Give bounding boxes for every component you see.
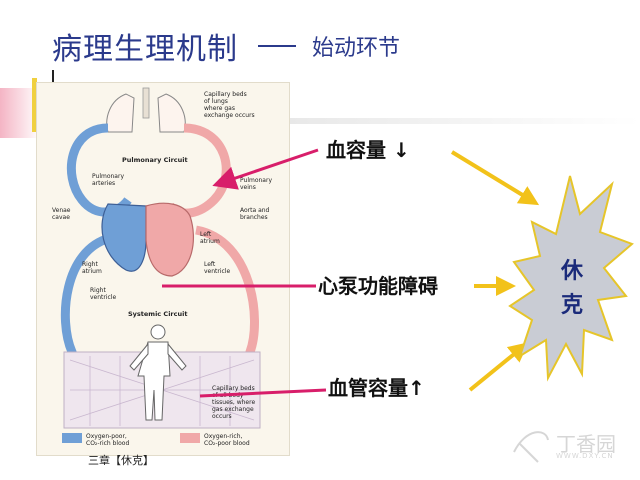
- legend-line: CO₂-poor blood: [204, 440, 250, 447]
- label-line: of lungs: [204, 98, 228, 105]
- decor-yellow-bar: [32, 78, 37, 132]
- diagram-legend: Oxygen-poor, CO₂-rich blood Oxygen-rich,…: [62, 433, 250, 447]
- label-right-atrium: Right atrium: [82, 261, 102, 275]
- legend-swatch-poor: [62, 433, 82, 443]
- connector-blood-volume: [212, 148, 319, 190]
- connector-vascular-capacity: [199, 388, 327, 398]
- heart-left-shape: [145, 202, 194, 277]
- label-line: Left: [204, 261, 216, 268]
- label-left-ventricle: Left ventricle: [204, 261, 230, 275]
- label-line: cavae: [52, 214, 70, 221]
- cause-blood-volume: 血容量 ↓: [326, 138, 410, 162]
- label-capillary-lungs: Capillary beds of lungs where gas exchan…: [204, 91, 255, 119]
- legend-line: Oxygen-poor,: [86, 433, 127, 440]
- label-line: Aorta and: [240, 207, 270, 214]
- decor-pin: [52, 70, 54, 84]
- pulmonary-loop-rich: [166, 123, 231, 218]
- shock-starburst: [508, 175, 634, 382]
- slide-title-bar: 病理生理机制 始动环节: [52, 24, 400, 68]
- systemic-loop-rich: [194, 225, 259, 380]
- label-aorta: Aorta and branches: [240, 207, 271, 221]
- label-line: tissues, where: [212, 399, 255, 406]
- watermark-text: 丁香园: [556, 432, 616, 456]
- systemic-loop-poor: [60, 233, 112, 380]
- title-dash: [258, 45, 296, 47]
- legend-line: CO₂-rich blood: [86, 440, 129, 447]
- slide-subtitle: 始动环节: [312, 36, 401, 61]
- legend-text-rich: Oxygen-rich, CO₂-poor blood: [204, 433, 250, 447]
- label-line: Pulmonary: [240, 177, 272, 184]
- watermark-url: WWW.DXY.CN: [556, 452, 614, 460]
- legend-text-poor: Oxygen-poor, CO₂-rich blood: [86, 433, 129, 447]
- label-line: Left: [200, 231, 212, 238]
- decor-gray-line: [286, 118, 640, 124]
- human-figure: [129, 324, 187, 421]
- lung-left-shape: [106, 93, 135, 133]
- result-shock-line1: 休: [560, 259, 583, 284]
- arrow-blood-volume: [450, 150, 540, 206]
- label-line: Right: [82, 261, 98, 268]
- lung-right-shape: [157, 93, 186, 133]
- slide-title: 病理生理机制: [52, 32, 238, 67]
- diagram-labels: Capillary beds of lungs where gas exchan…: [52, 91, 274, 420]
- label-pulmonary-circuit: Pulmonary Circuit: [122, 156, 188, 164]
- label-venae-cavae: Venae cavae: [52, 207, 72, 221]
- watermark-logo-icon: [513, 431, 549, 463]
- label-systemic-circuit: Systemic Circuit: [128, 310, 187, 318]
- label-line: occurs: [212, 413, 232, 420]
- label-line: where gas: [204, 105, 235, 112]
- label-line: Capillary beds: [204, 91, 247, 98]
- label-line: Venae: [52, 207, 71, 214]
- cause-cardiac-pump: 心泵功能障碍: [318, 274, 438, 298]
- circulation-diagram: Capillary beds of lungs where gas exchan…: [52, 87, 274, 447]
- pulmonary-loop-poor: [66, 123, 132, 217]
- label-line: atrium: [82, 268, 102, 275]
- slide-footer: 三章【休克】: [88, 454, 154, 467]
- label-pulmonary-arteries: Pulmonary arteries: [92, 173, 126, 187]
- label-line: veins: [240, 184, 256, 191]
- label-line: branches: [240, 214, 268, 221]
- lung-trachea-shape: [142, 87, 150, 119]
- result-shock-line2: 克: [560, 293, 583, 318]
- arrow-vascular-capacity: [468, 342, 529, 392]
- label-right-ventricle: Right ventricle: [90, 287, 116, 301]
- cause-vascular-capacity: 血管容量↑: [328, 376, 425, 400]
- label-line: ventricle: [204, 268, 230, 275]
- label-line: arteries: [92, 180, 115, 187]
- label-pulmonary-veins: Pulmonary veins: [240, 177, 274, 191]
- legend-line: Oxygen-rich,: [204, 433, 243, 440]
- label-line: gas exchange: [212, 406, 254, 413]
- label-line: ventricle: [90, 294, 116, 301]
- heart-right-shape: [101, 203, 147, 272]
- legend-swatch-rich: [180, 433, 200, 443]
- label-left-atrium: Left atrium: [200, 231, 220, 245]
- label-line: Capillary beds: [212, 385, 255, 392]
- label-line: atrium: [200, 238, 220, 245]
- label-line: Pulmonary: [92, 173, 124, 180]
- label-line: Right: [90, 287, 106, 294]
- label-line: exchange occurs: [204, 112, 255, 119]
